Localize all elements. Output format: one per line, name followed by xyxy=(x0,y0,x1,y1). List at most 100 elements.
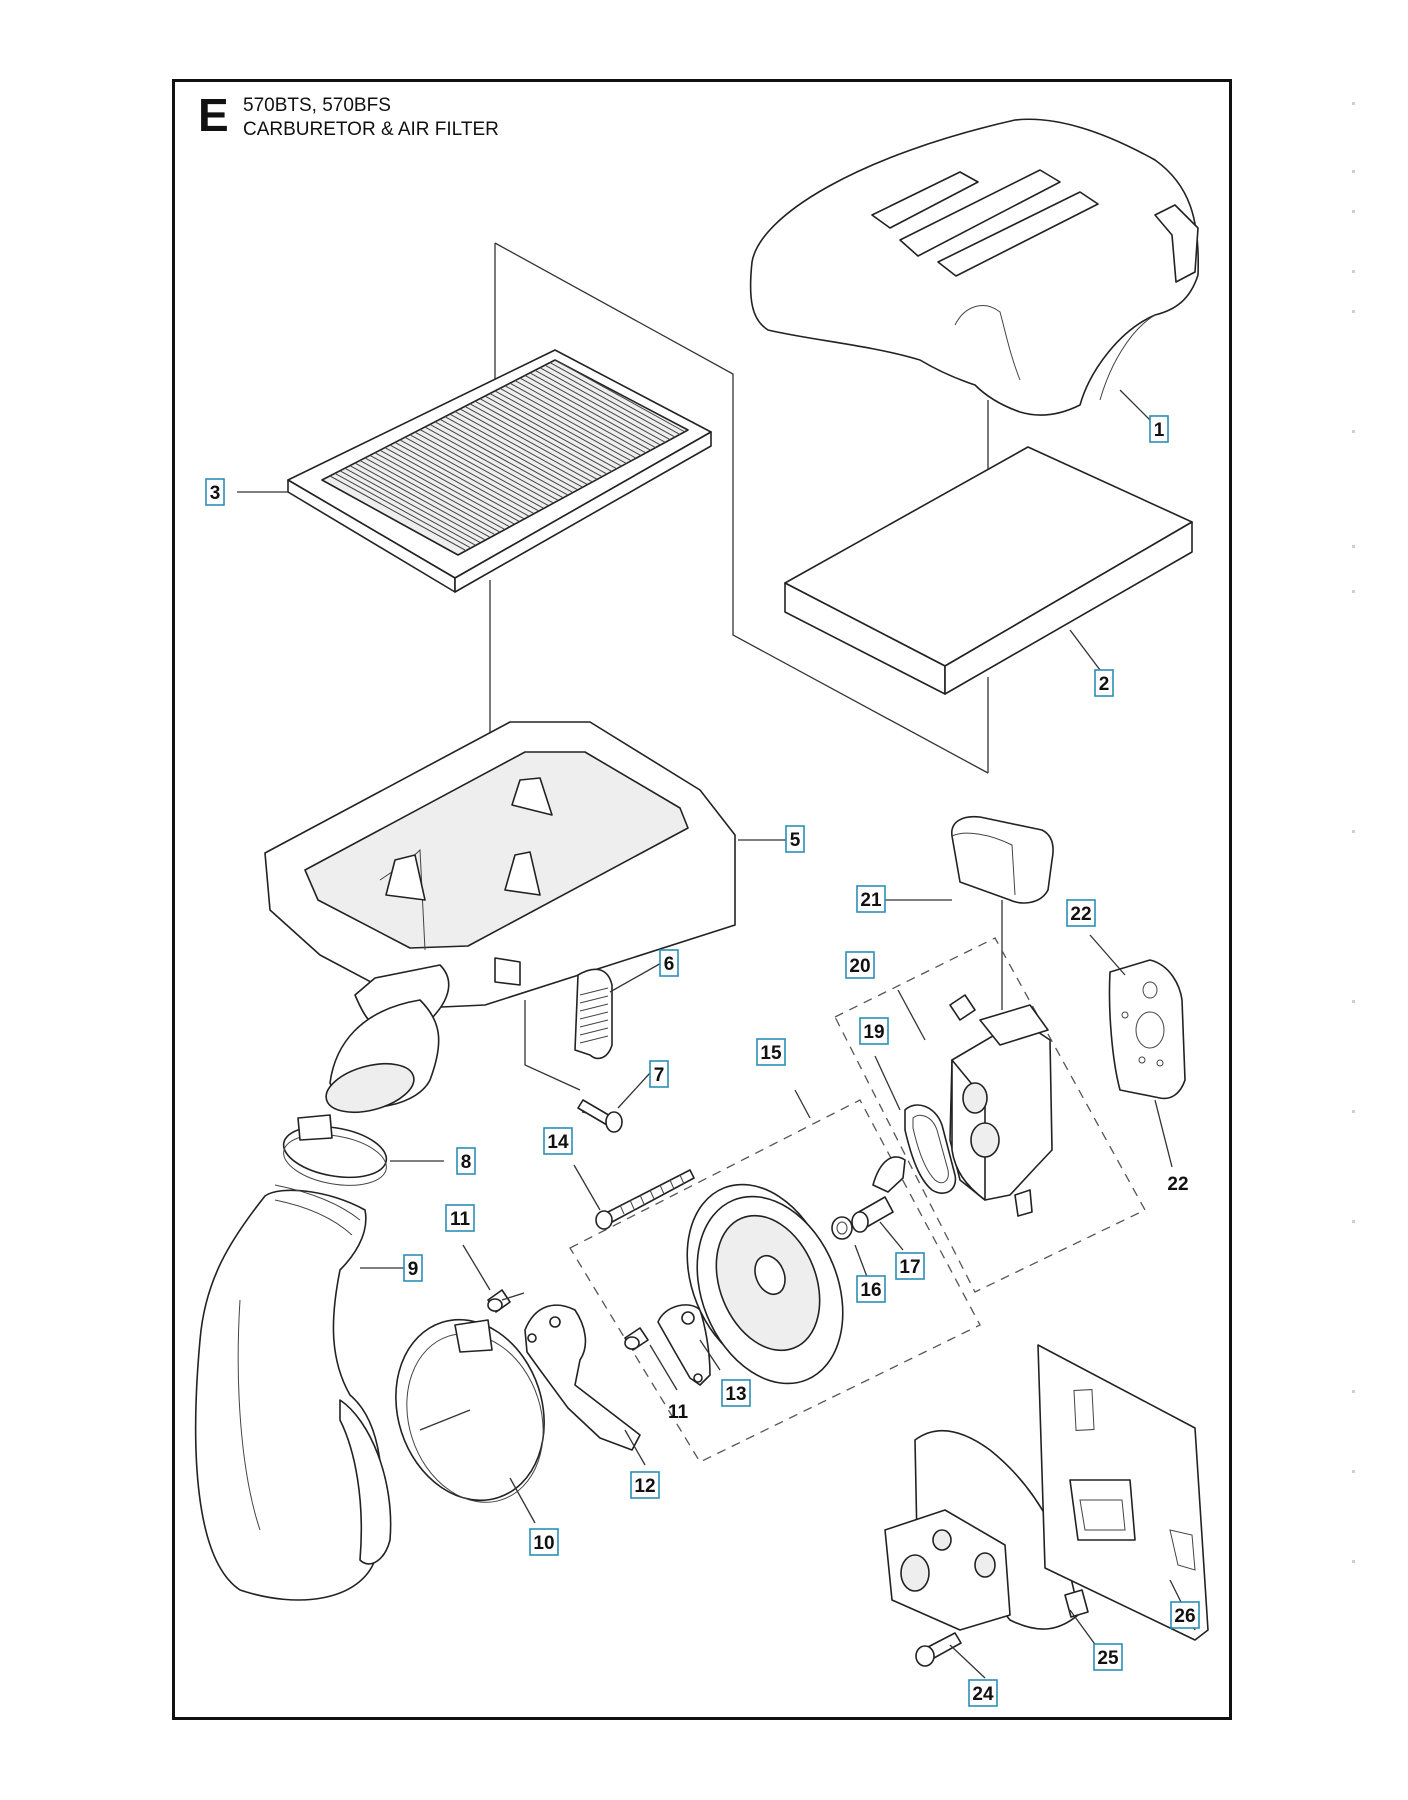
part-20-tag: 20 xyxy=(845,951,875,979)
filter-pleat xyxy=(434,421,568,496)
filter-pleat xyxy=(504,385,637,459)
filter-pleat xyxy=(514,380,647,454)
diagram-frame xyxy=(172,79,1232,1720)
hose-clamp-large xyxy=(395,1318,545,1503)
filter-pleat xyxy=(534,369,666,443)
filter-pleat xyxy=(409,434,544,509)
bracket xyxy=(524,1304,641,1451)
filter-pleat xyxy=(334,472,471,548)
filter-pleat xyxy=(509,382,642,457)
part-21-tag: 21 xyxy=(856,885,886,913)
svg-text:21: 21 xyxy=(860,890,882,911)
air-filter xyxy=(287,349,712,593)
pre-filter xyxy=(784,446,1193,695)
part-7-tag: 7 xyxy=(649,1060,669,1088)
callout-leaders xyxy=(237,389,1196,1679)
svg-text:7: 7 xyxy=(654,1065,665,1086)
carburetor-body xyxy=(949,994,1053,1217)
filter-pleat xyxy=(389,444,524,519)
intake-screw xyxy=(915,1632,962,1667)
filter-pleat xyxy=(414,431,549,506)
filter-pleat xyxy=(499,387,632,462)
svg-text:9: 9 xyxy=(408,1259,419,1280)
part-19-tag: 19 xyxy=(859,1017,889,1045)
part-12-tag: 12 xyxy=(630,1471,660,1499)
svg-text:17: 17 xyxy=(899,1257,920,1278)
insulation-plate xyxy=(1037,1344,1209,1641)
filter-pleat xyxy=(424,426,559,501)
filter-pleat xyxy=(479,398,612,472)
carburetor-adapter xyxy=(686,1183,844,1385)
heat-shield xyxy=(884,1429,1089,1631)
svg-text:25: 25 xyxy=(1097,1648,1119,1669)
filter-pleat xyxy=(464,405,598,480)
svg-text:16: 16 xyxy=(860,1280,881,1301)
filter-pleat xyxy=(469,403,603,478)
filter-pleat xyxy=(349,465,485,540)
filter-pleat xyxy=(494,390,627,464)
hose-clamp-small xyxy=(282,1114,388,1186)
nut xyxy=(831,1216,853,1240)
svg-text:6: 6 xyxy=(664,954,675,975)
part-5-tag: 5 xyxy=(785,825,805,853)
filter-pleat xyxy=(359,460,495,535)
part-24-tag: 24 xyxy=(968,1679,998,1707)
filter-housing xyxy=(264,721,736,1114)
part-16-tag: 16 xyxy=(856,1275,886,1303)
svg-text:11: 11 xyxy=(668,1402,689,1423)
filter-pleat xyxy=(394,442,529,517)
filter-pleat xyxy=(364,457,500,533)
filter-pleat xyxy=(384,447,520,522)
filter-pleat xyxy=(484,395,617,470)
svg-text:2: 2 xyxy=(1099,674,1110,695)
choke-shaft xyxy=(851,1156,906,1233)
svg-text:20: 20 xyxy=(849,956,870,977)
part-26-tag: 26 xyxy=(1170,1601,1200,1629)
lever xyxy=(657,1304,711,1386)
svg-text:5: 5 xyxy=(790,830,801,851)
filter-pleat xyxy=(344,467,480,543)
model-numbers: 570BTS, 570BFS xyxy=(243,95,391,116)
section-letter: E xyxy=(198,89,229,141)
part-15-tag: 15 xyxy=(756,1038,786,1066)
filter-pleat xyxy=(474,400,608,475)
air-filter-cover xyxy=(749,118,1200,416)
screws-11 xyxy=(487,1289,649,1351)
filter-pleat xyxy=(454,411,588,485)
filter-pleat xyxy=(529,372,661,446)
long-screw xyxy=(595,1169,695,1230)
filter-pleat xyxy=(399,439,534,514)
svg-text:26: 26 xyxy=(1174,1606,1195,1627)
part-22-lower-label: 22 xyxy=(1167,1174,1188,1195)
kit-outlines xyxy=(569,937,1146,1463)
filter-pleat xyxy=(419,429,554,504)
part-13-tag: 13 xyxy=(721,1379,751,1407)
svg-text:12: 12 xyxy=(634,1476,655,1497)
filter-pleat xyxy=(519,377,652,451)
svg-text:13: 13 xyxy=(725,1384,746,1405)
filter-pleat xyxy=(374,452,510,527)
filter-pleat xyxy=(404,436,539,512)
svg-text:22: 22 xyxy=(1070,904,1091,925)
intake-bellows xyxy=(194,1184,392,1601)
part-1-tag: 1 xyxy=(1149,415,1169,443)
svg-text:3: 3 xyxy=(210,483,221,504)
filter-pleat xyxy=(459,408,593,483)
part-9-tag: 9 xyxy=(403,1254,423,1282)
part-8-tag: 8 xyxy=(456,1147,476,1175)
part-6-tag: 6 xyxy=(659,949,679,977)
filter-pleat xyxy=(449,413,583,488)
filter-pleat xyxy=(549,362,681,436)
filter-pleat xyxy=(329,475,466,551)
part-2-tag: 2 xyxy=(1094,669,1114,697)
svg-text:8: 8 xyxy=(461,1152,472,1173)
gasket xyxy=(1108,959,1186,1100)
part-10-tag: 10 xyxy=(529,1528,559,1556)
part-25-tag: 25 xyxy=(1093,1643,1123,1671)
part-3-tag: 3 xyxy=(205,478,225,506)
part-11-lower-label: 11 xyxy=(668,1402,689,1423)
filter-pleat xyxy=(439,418,573,493)
part-14-tag: 14 xyxy=(543,1127,573,1155)
svg-text:19: 19 xyxy=(863,1022,884,1043)
filter-pleat xyxy=(429,424,564,498)
